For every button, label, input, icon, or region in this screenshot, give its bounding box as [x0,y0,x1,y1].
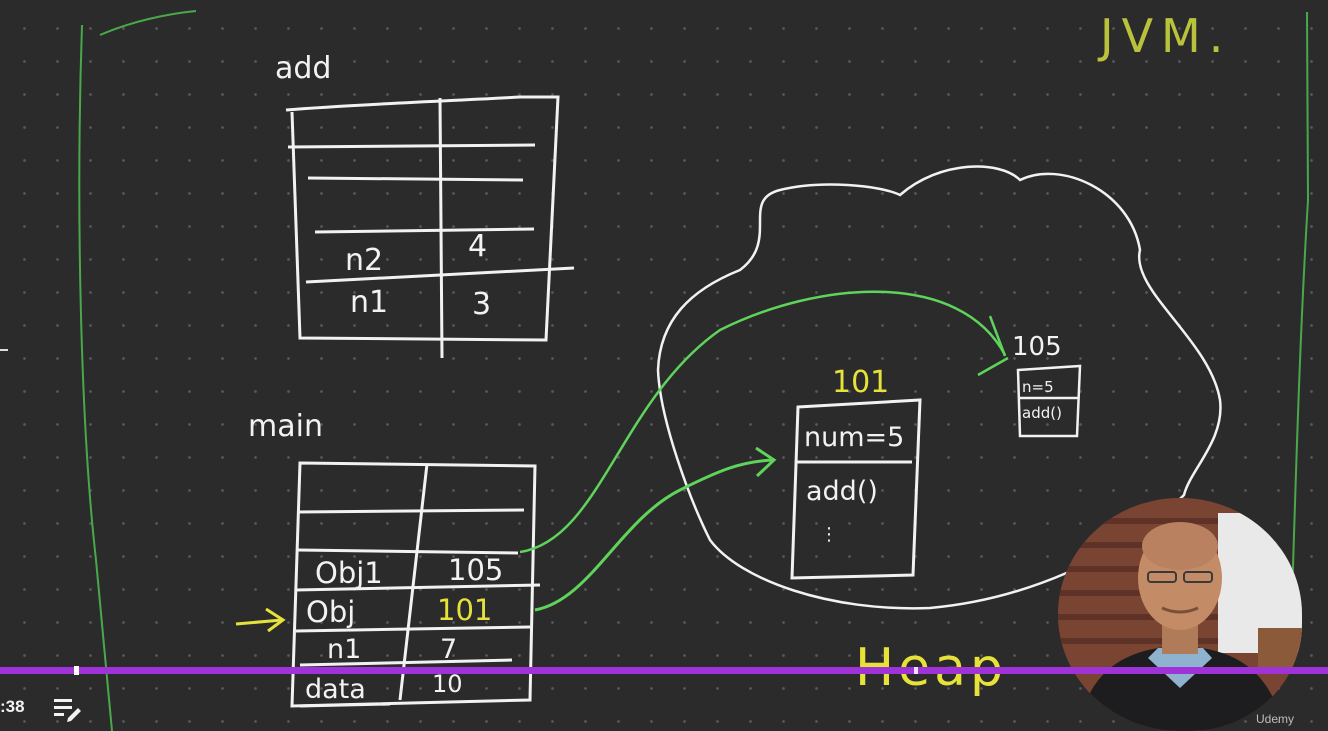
reference-arrow-obj [534,446,777,612]
add-row-var-n1: n1 [350,285,388,320]
video-progress-bar[interactable] [0,667,1328,674]
main-row-val-data: 10 [432,670,463,698]
heap-obj-101-address: 101 [832,365,889,400]
instructor-image [1058,498,1302,731]
add-row-var-n2: n2 [345,243,383,278]
main-row-var-data: data [305,674,366,705]
udemy-watermark: Udemy [1256,712,1295,726]
instructor-webcam [1058,498,1302,731]
transcript-button[interactable] [52,696,82,722]
heap-obj-105-box [1016,364,1082,438]
heap-cloud [656,165,1222,610]
heap-obj-105-field-add: add() [1022,404,1062,422]
heap-obj-101-ellipsis: ⋮ [820,524,838,545]
jvm-boundary-right [1291,11,1310,601]
main-row-var-obj: Obj [306,595,355,629]
main-row-var-obj1: Obj1 [315,556,383,590]
heap-obj-105-field-n: n=5 [1022,378,1054,396]
main-frame-table [290,461,541,708]
playlist-edit-icon [54,699,81,722]
main-frame-label: main [248,409,323,444]
pointer-arrow [235,607,286,633]
progress-marker [914,667,918,674]
jvm-title: JVM. [1097,9,1231,63]
add-frame-label: add [275,51,331,86]
main-row-val-obj1: 105 [448,553,503,587]
current-time: :38 [0,697,25,716]
jvm-boundary-top [99,10,197,36]
add-frame-table [285,95,575,359]
jvm-boundary-left [78,24,113,731]
main-row-val-n1: 7 [440,634,457,665]
main-row-var-n1: n1 [327,634,361,665]
heap-obj-101-box [790,398,922,580]
reference-arrow-obj1 [519,290,1009,554]
add-row-val-n2: 4 [468,229,487,264]
progress-scrubber[interactable] [74,666,79,675]
heap-obj-101-field-add: add() [806,476,878,507]
main-row-val-obj: 101 [437,593,492,627]
add-row-val-n1: 3 [472,287,491,322]
heap-obj-101-field-num: num=5 [804,422,904,453]
heap-obj-105-address: 105 [1012,332,1062,362]
